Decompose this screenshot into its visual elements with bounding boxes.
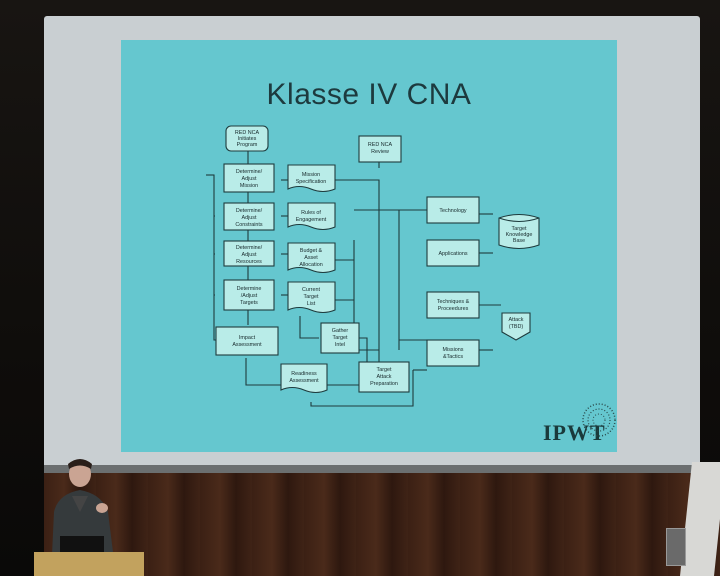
svg-text:Assessment: Assessment: [232, 342, 262, 348]
node-adjust-constraints: Determine/ Adjust Constraints: [223, 202, 275, 231]
logo-dot-pattern: [582, 403, 616, 437]
svg-text:Preparation: Preparation: [370, 381, 398, 387]
svg-text:Asset: Asset: [304, 255, 318, 261]
svg-text:List: List: [307, 301, 316, 307]
svg-text:Impact: Impact: [239, 335, 256, 341]
svg-text:Proceedures: Proceedures: [438, 306, 469, 312]
svg-text:Adjust: Adjust: [242, 252, 257, 258]
svg-text:/Adjust: /Adjust: [241, 293, 258, 299]
svg-text:RED NCA: RED NCA: [368, 142, 393, 148]
svg-text:Base: Base: [513, 238, 525, 244]
svg-text:Budget &: Budget &: [300, 248, 323, 254]
svg-text:RED NCA: RED NCA: [235, 130, 260, 136]
svg-text:Adjust: Adjust: [242, 215, 257, 221]
node-gather-target-intel: Gather Target Intel: [320, 322, 360, 354]
svg-text:Target: Target: [304, 294, 319, 300]
svg-text:Knowledge: Knowledge: [506, 232, 533, 238]
ipwt-logo: IPWT: [543, 420, 606, 445]
svg-text:Mission: Mission: [240, 183, 258, 189]
stage-wood-panel: [44, 473, 720, 576]
svg-text:Engagement: Engagement: [296, 217, 327, 223]
node-techniques-proceedures: Techniques & Proceedures: [426, 291, 480, 319]
node-adjust-mission: Determine/ Adjust Mission: [223, 163, 275, 193]
svg-text:Target: Target: [377, 367, 392, 373]
svg-text:Review: Review: [371, 149, 389, 155]
svg-text:Targets: Targets: [240, 300, 258, 306]
node-rules-of-engagement: Rules of Engagement: [287, 202, 336, 231]
svg-text:Mission: Mission: [302, 172, 320, 178]
svg-text:Determine/: Determine/: [236, 208, 263, 214]
svg-text:Technology: Technology: [439, 208, 467, 214]
svg-text:Constraints: Constraints: [235, 222, 263, 228]
svg-text:Current: Current: [302, 287, 320, 293]
svg-text:Target: Target: [512, 226, 527, 232]
svg-text:Rules of: Rules of: [301, 210, 321, 216]
node-red-nca-initiates: RED NCA Initiates Program: [225, 125, 269, 152]
node-technology: Technology: [426, 196, 480, 224]
screen-bottom-edge: [44, 465, 700, 473]
node-applications: Applications: [426, 239, 480, 267]
svg-text:Initiates: Initiates: [238, 136, 257, 142]
wall-socket: [666, 528, 686, 566]
laptop: [60, 536, 104, 554]
node-current-target-list: Current Target List: [287, 281, 336, 314]
presentation-slide: Klasse IV CNA: [121, 40, 617, 452]
slide-title: Klasse IV CNA: [266, 78, 472, 111]
node-impact-assessment: Impact Assessment: [215, 326, 279, 356]
node-adjust-resources: Determine/ Adjust Resources: [223, 240, 275, 267]
svg-text:Target: Target: [333, 335, 348, 341]
svg-text:Intel: Intel: [335, 342, 345, 348]
svg-text:&Tactics: &Tactics: [443, 354, 463, 360]
flowchart-connectors: [206, 151, 501, 407]
svg-text:Attack: Attack: [509, 317, 524, 323]
node-red-nca-review: RED NCA Review: [358, 135, 402, 163]
node-missions-tactics: Missions &Tactics: [426, 339, 480, 367]
svg-text:Assessment: Assessment: [289, 378, 319, 384]
node-attack-tbd: Attack (TBD): [501, 312, 531, 341]
svg-text:Determine/: Determine/: [236, 169, 263, 175]
svg-text:(TBD): (TBD): [509, 324, 524, 330]
svg-text:Missions: Missions: [443, 347, 464, 353]
svg-text:Determine/: Determine/: [236, 245, 263, 251]
node-budget-asset-allocation: Budget & Asset Allocation: [287, 242, 336, 274]
svg-text:Gather: Gather: [332, 328, 349, 334]
svg-text:Attack: Attack: [377, 374, 392, 380]
svg-text:Determine: Determine: [237, 286, 262, 292]
svg-text:Readiness: Readiness: [291, 371, 317, 377]
node-readiness-assessment: Readiness Assessment: [280, 363, 328, 394]
svg-text:Program: Program: [237, 142, 258, 148]
flowchart-diagram: RED NCA Initiates Program Determine/ Adj…: [206, 125, 540, 407]
node-mission-specification: Mission Specification: [287, 164, 336, 193]
node-target-knowledge-base: Target Knowledge Base: [498, 213, 540, 250]
svg-text:Adjust: Adjust: [242, 176, 257, 182]
svg-text:Resources: Resources: [236, 259, 262, 265]
svg-text:Applications: Applications: [438, 251, 467, 257]
node-adjust-targets: Determine /Adjust Targets: [223, 279, 275, 311]
svg-text:Techniques &: Techniques &: [437, 299, 470, 305]
svg-text:Specification: Specification: [296, 179, 327, 185]
svg-text:Allocation: Allocation: [299, 262, 322, 268]
node-target-attack-preparation: Target Attack Preparation: [358, 361, 410, 393]
lectern: [34, 552, 144, 576]
